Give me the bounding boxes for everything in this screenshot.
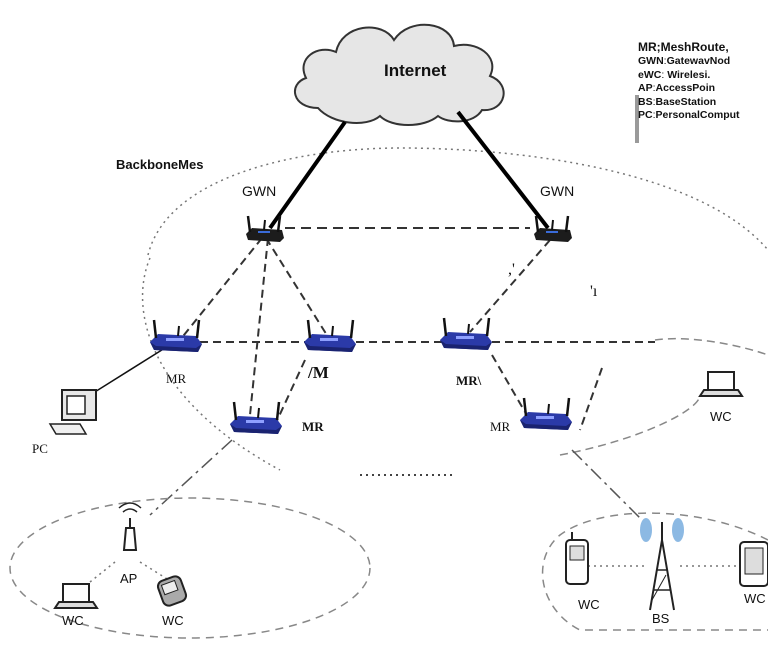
mesh-router-right (438, 316, 494, 352)
internet-cloud (294, 23, 505, 126)
legend-row: MR;MeshRoute, (638, 40, 729, 54)
backbone-boundary (147, 147, 768, 256)
right-mesh-boundary (559, 394, 701, 456)
right-mesh-boundary-upper (654, 337, 768, 356)
legend-row: GWN:GatewavNod (638, 55, 731, 67)
mesh-router-left (148, 318, 204, 354)
legend-row: AP:AccessPoin (638, 82, 716, 94)
wc-bs-right-label: WC (744, 591, 766, 606)
backbone-label: BackboneMes (116, 157, 204, 172)
legend: MR;MeshRoute, GWN:GatewavNod eWC: Wirele… (638, 40, 768, 123)
base-station-icon (640, 518, 684, 611)
wc-right-label: WC (710, 409, 732, 424)
mesh-router-lower-right (518, 396, 574, 432)
stray-mark-2: 'ı (590, 283, 598, 300)
ap-label: AP (120, 571, 138, 586)
mr-lower-left-label: MR (302, 419, 324, 434)
bs-label: BS (652, 611, 670, 626)
mesh-links (179, 237, 655, 431)
gateway-router-left (244, 214, 286, 244)
bs-cluster-boundary (541, 512, 768, 631)
gwn-left-label: GWN (242, 183, 277, 199)
pc-label: PC (32, 441, 48, 456)
ap-cluster-boundary (9, 497, 371, 639)
wc-ap-right-label: WC (162, 613, 184, 628)
legend-row: BS:BaseStation (638, 95, 717, 108)
legend-row: PC:PersonalComput (638, 109, 740, 121)
wc-bs-left-label: WC (578, 597, 600, 612)
cellphone-icon-bs (565, 532, 589, 585)
pda-icon-bs (739, 541, 768, 587)
mr-left-label: MR (166, 371, 187, 386)
legend-bar (635, 95, 639, 143)
backbone-left-boundary (141, 257, 281, 471)
laptop-icon-right (699, 371, 743, 397)
mesh-router-lower-left (228, 400, 284, 436)
legend-row: eWC: Wirelesi. (638, 68, 711, 81)
cellphone-icon-ap (156, 575, 188, 607)
internet-link-left (268, 120, 347, 230)
wc-ap-left-label: WC (62, 613, 84, 628)
internet-link-right (456, 110, 550, 230)
stray-mark-1: ,' (508, 261, 515, 278)
internet-label: Internet (384, 61, 447, 80)
mr-lower-right-label: MR (490, 419, 511, 434)
pc-icon (48, 389, 97, 435)
mesh-router-center (302, 318, 358, 354)
gwn-right-label: GWN (540, 183, 575, 199)
access-point-icon (118, 502, 142, 551)
access-links (149, 439, 641, 519)
pc-link (89, 347, 166, 396)
mr-center-label: /M (308, 363, 329, 382)
laptop-icon-ap (54, 583, 98, 609)
mr-right-top-label: MR\ (456, 373, 482, 388)
